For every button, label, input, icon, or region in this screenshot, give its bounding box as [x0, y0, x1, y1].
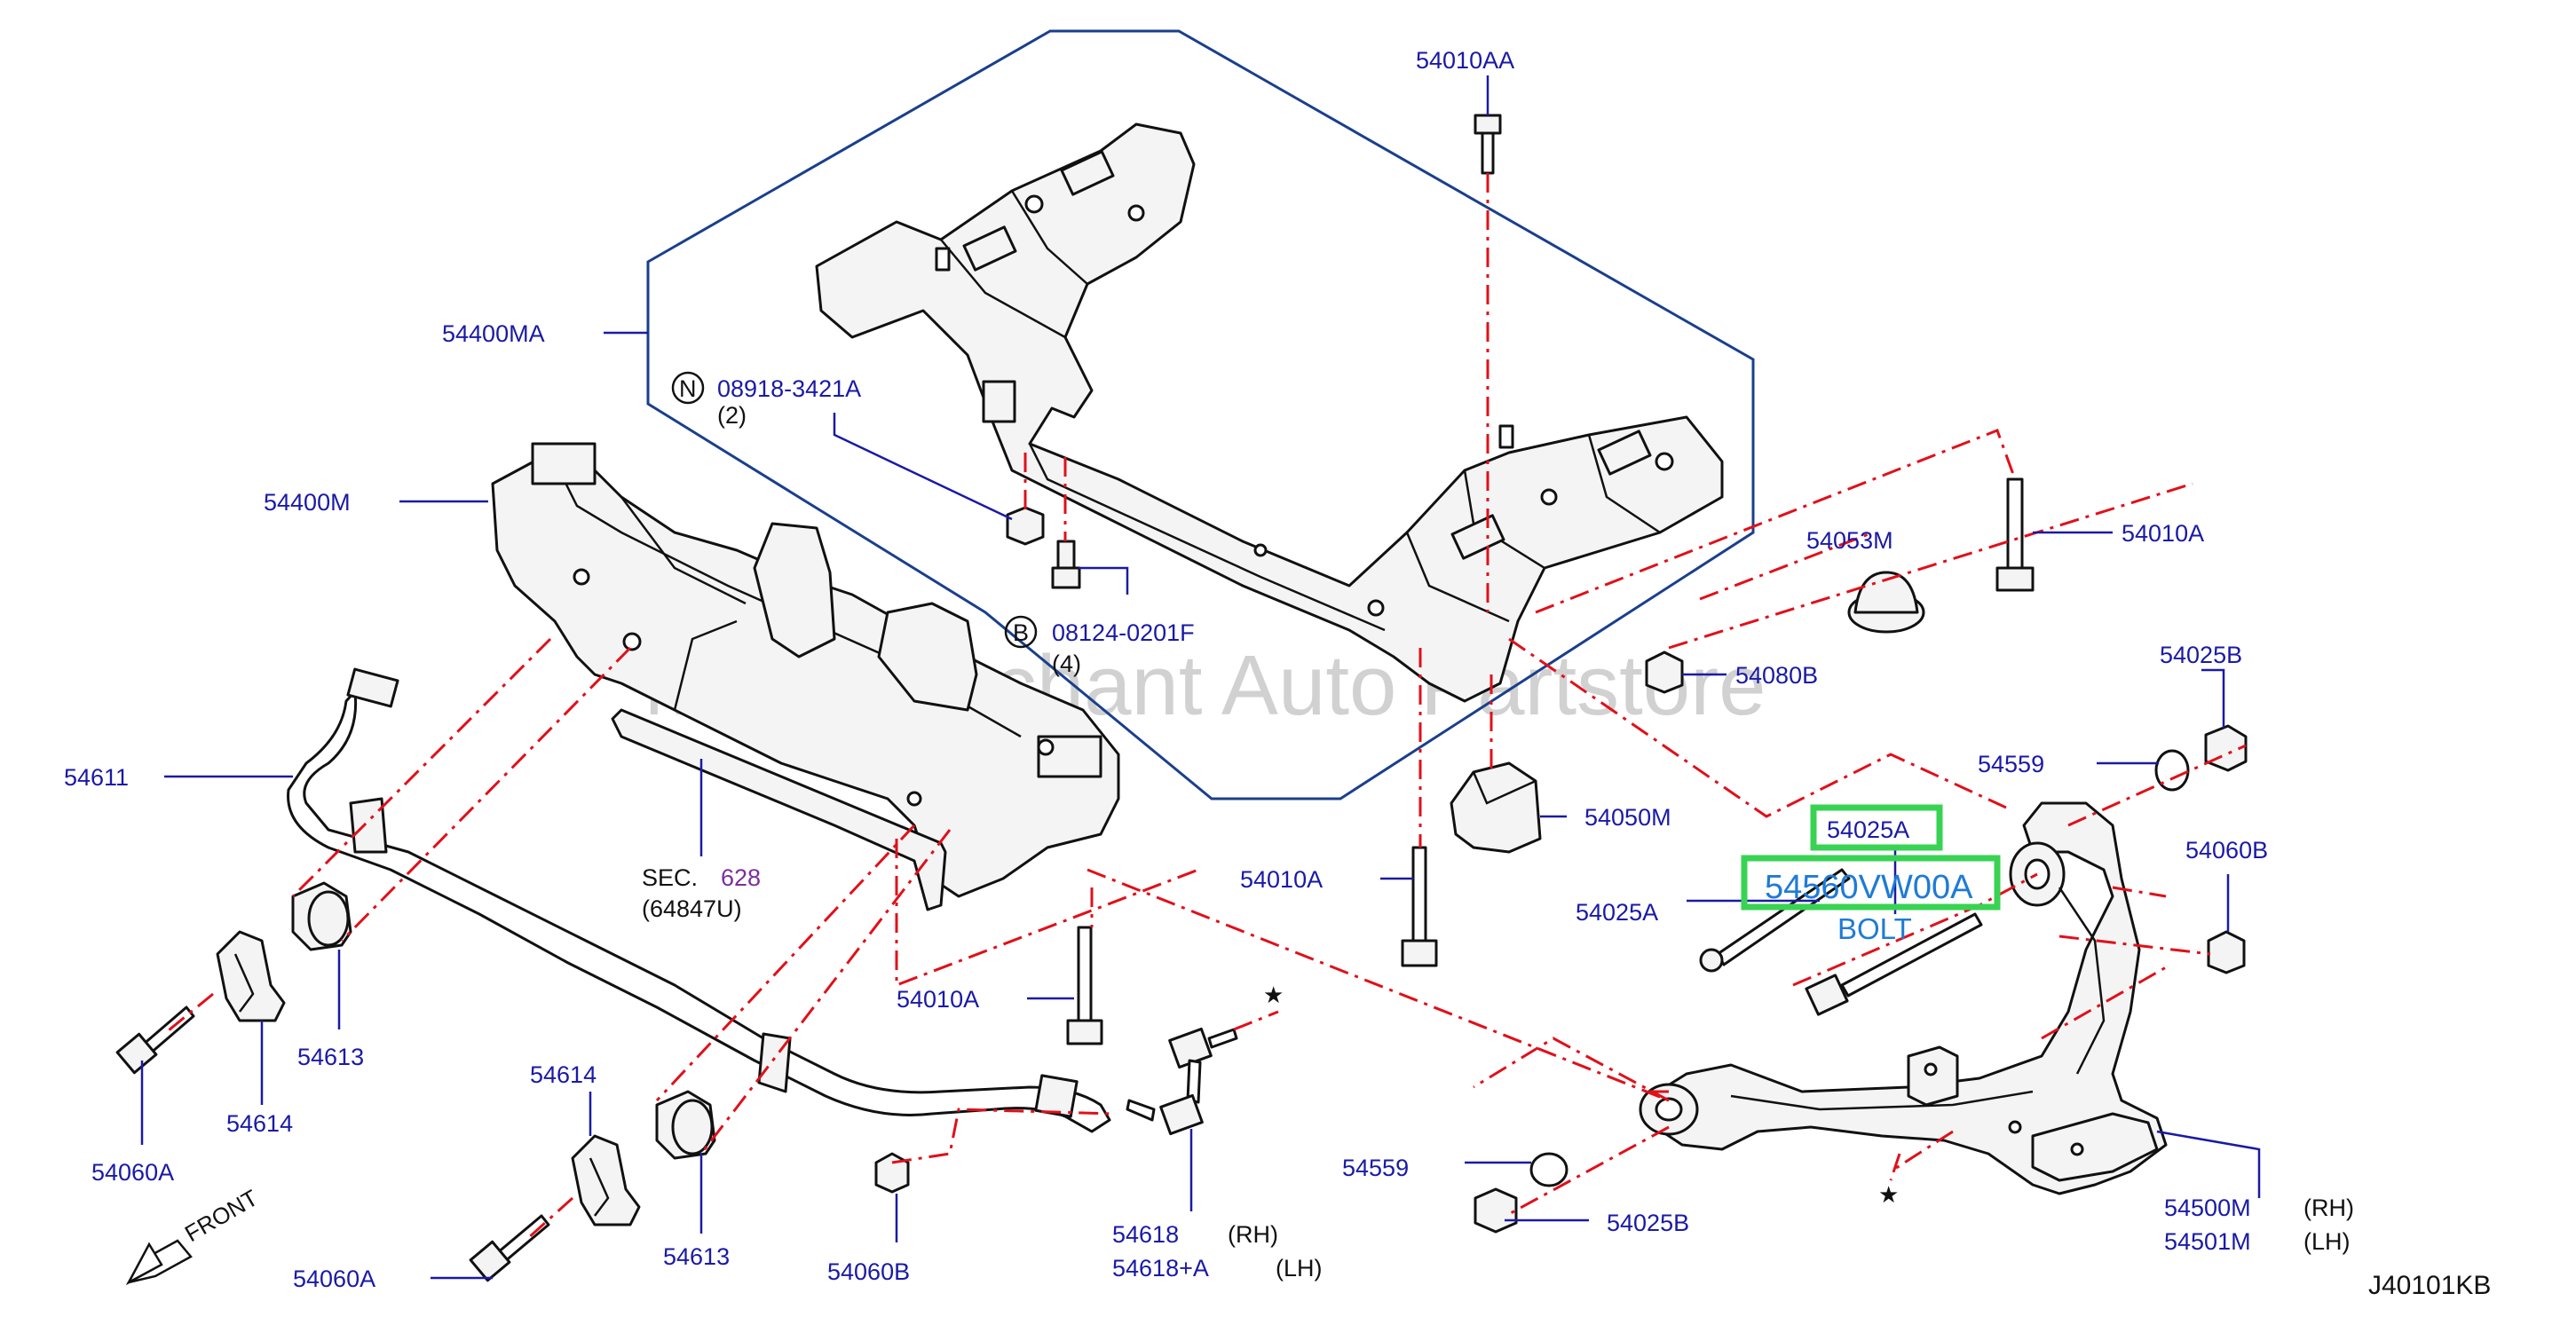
label-54060B-right: 54060B — [2185, 837, 2268, 864]
label-54618: 54618 — [1112, 1221, 1179, 1248]
label-54618A: 54618+A — [1112, 1255, 1209, 1282]
label-54400MA: 54400MA — [442, 320, 545, 347]
label-08918-3421A: 08918-3421A — [717, 375, 861, 402]
bolt-icon — [1066, 926, 1103, 1045]
label-54501M-side: (LH) — [2303, 1228, 2351, 1255]
label-54400M: 54400M — [264, 489, 351, 516]
label-54618A-side: (LH) — [1276, 1255, 1323, 1282]
nut-icon — [2207, 930, 2246, 974]
label-54611: 54611 — [64, 764, 129, 791]
bolt-icon — [1995, 477, 2035, 592]
label-54559-bottom: 54559 — [1342, 1155, 1409, 1181]
label-54010A-top: 54010A — [2122, 520, 2204, 547]
svg-text:N: N — [679, 375, 697, 402]
label-54614-upper: 54614 — [530, 1061, 597, 1088]
front-arrow-icon: FRONT — [125, 1184, 263, 1286]
label-54060A-lower: 54060A — [293, 1266, 375, 1292]
label-54501M: 54501M — [2164, 1228, 2251, 1255]
label-08124-0201F: 08124-0201F — [1052, 619, 1195, 646]
label-54060B-bottom: 54060B — [827, 1258, 910, 1285]
leader-lines — [140, 75, 2261, 1280]
circle-n-icon — [671, 371, 705, 405]
bolt-icon — [1401, 846, 1438, 967]
label-54025A-top: 54025A — [1827, 816, 1909, 843]
bushing-icon — [291, 881, 352, 951]
label-54025A-left: 54025A — [1576, 899, 1658, 926]
nut-icon — [1645, 651, 1684, 694]
label-54010A-lower: 54010A — [897, 986, 979, 1013]
bushing-icon — [655, 1090, 716, 1160]
rail-sec628 — [611, 708, 947, 911]
label-54613-upper: 54613 — [297, 1044, 364, 1070]
label-54500M: 54500M — [2164, 1195, 2251, 1221]
label-54559-top: 54559 — [1978, 751, 2044, 777]
label-sec-prefix: SEC. — [642, 864, 698, 891]
label-54618-side: (RH) — [1228, 1221, 1278, 1248]
label-54613-lower: 54613 — [663, 1243, 730, 1270]
label-54053M: 54053M — [1806, 527, 1893, 554]
circle-b-icon — [1004, 615, 1038, 649]
clamp-icon — [571, 1134, 641, 1226]
clamp-icon — [216, 930, 286, 1022]
bolt-icon — [1051, 540, 1081, 589]
label-54010A-mid: 54010A — [1240, 866, 1323, 893]
front-label: FRONT — [180, 1184, 263, 1247]
label-54560VW00A: 54560VW00A — [1765, 869, 1973, 906]
label-54500M-side: (RH) — [2303, 1195, 2354, 1221]
label-bolt: BOLT — [1837, 912, 1912, 945]
svg-text:B: B — [1013, 619, 1029, 646]
label-54025B-top: 54025B — [2160, 642, 2242, 668]
lower-control-arm — [1639, 801, 2168, 1195]
bolt-icon — [1699, 868, 1851, 973]
washer-icon — [1529, 1152, 1569, 1187]
stabilizer-link — [1126, 1027, 1238, 1136]
label-54025B-bottom: 54025B — [1607, 1210, 1689, 1236]
washer-icon — [2154, 749, 2190, 792]
label-sec-628: 628 — [721, 864, 761, 891]
subframe-upper — [815, 122, 1724, 703]
bolt-icon — [115, 1005, 195, 1075]
star-icon: ★ — [1263, 982, 1284, 1008]
nut-icon — [1006, 506, 1045, 546]
label-08918-qty: (2) — [717, 402, 747, 429]
nut-icon — [874, 1152, 910, 1194]
bolt-icon — [1474, 114, 1502, 175]
label-sec-part: (64847U) — [642, 895, 742, 922]
label-54614-lower: 54614 — [226, 1110, 293, 1137]
subframe-lower — [491, 442, 1120, 898]
mount-icon — [1847, 571, 1925, 634]
label-54010AA: 54010AA — [1416, 47, 1514, 74]
label-54080B: 54080B — [1735, 662, 1818, 689]
bolt-icon — [469, 1214, 550, 1282]
diagram-code: J40101KB — [2368, 1271, 2491, 1300]
nut-icon — [1474, 1187, 1518, 1234]
highlight-54560VW00A — [1741, 855, 2001, 911]
star-icon: ★ — [1878, 1181, 1899, 1208]
label-54050M: 54050M — [1584, 804, 1671, 831]
bolt-icon — [1805, 912, 1983, 1016]
label-08124-qty: (4) — [1052, 651, 1081, 677]
highlight-54025A — [1810, 804, 1943, 851]
mount-icon — [1450, 761, 1542, 854]
label-54060A-upper: 54060A — [91, 1159, 174, 1186]
